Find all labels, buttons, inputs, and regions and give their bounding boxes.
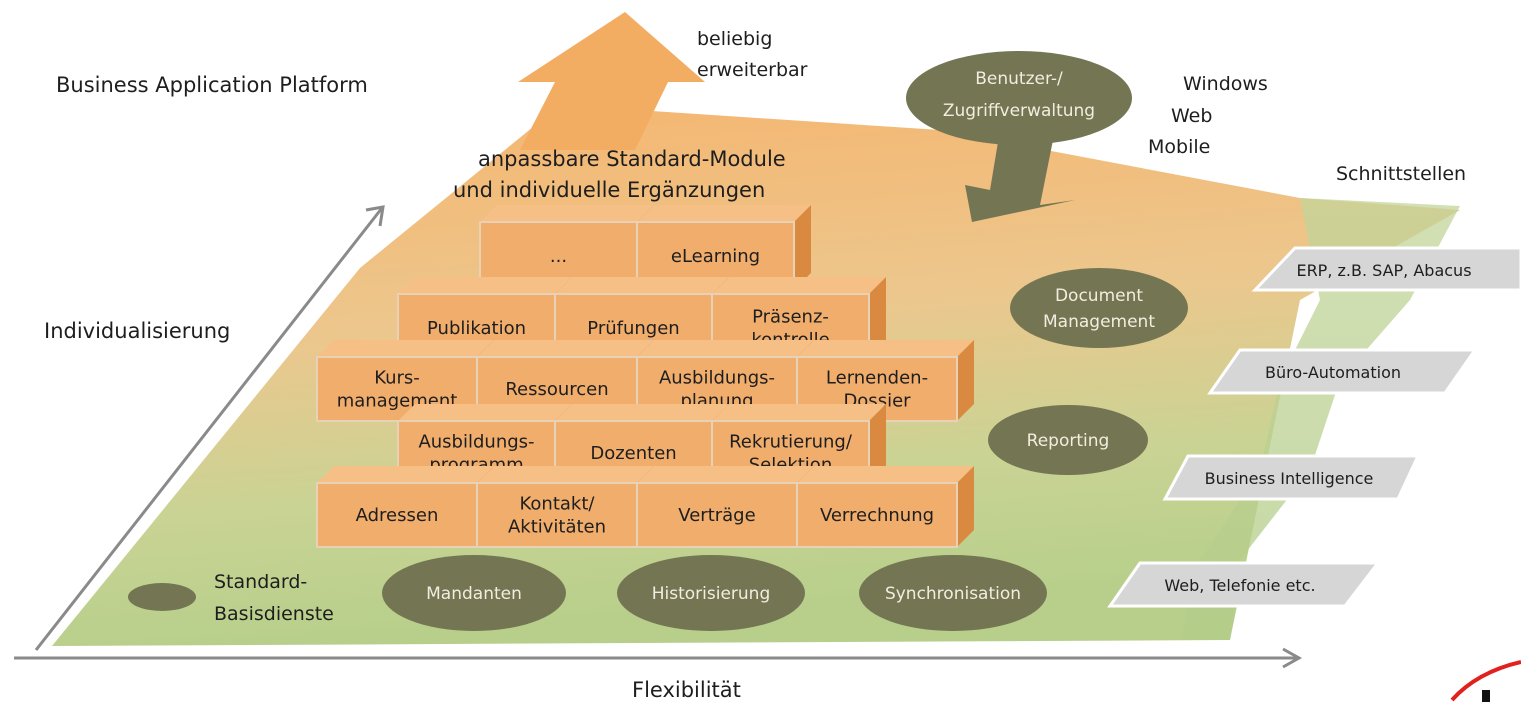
base-services-legend-line2: Basisdienste: [214, 603, 334, 625]
brick-top: [317, 466, 494, 483]
platform-mobile: Mobile: [1148, 136, 1210, 158]
brick-label: Prüfungen: [587, 318, 679, 339]
platform-windows: Windows: [1183, 73, 1268, 95]
logo-mark: [1482, 690, 1490, 702]
interface-business-intelligence-shape: [1162, 454, 1421, 501]
access-management-line1: Benutzer-/: [975, 69, 1063, 89]
base-service-synchronisation-label: Synchronisation: [885, 584, 1021, 604]
brick-label: Dozenten: [590, 443, 676, 464]
brick-adressen: Adressen: [316, 466, 494, 548]
brick-top: [398, 404, 572, 421]
brick-side: [869, 404, 886, 485]
brick-label: Verträge: [678, 505, 755, 526]
brick-side: [957, 466, 974, 547]
base-service-mandanten: [382, 555, 566, 631]
brick-label: eLearning: [671, 246, 760, 267]
interface-strip: [1180, 198, 1460, 640]
reporting-oval: [988, 405, 1148, 475]
base-services-legend-line1: Standard-: [214, 571, 307, 593]
base-service-mandanten-label: Mandanten: [426, 584, 522, 604]
expand-label-line2: erweiterbar: [697, 59, 808, 81]
brick-top: [797, 340, 974, 357]
brick-top: [477, 466, 654, 483]
brick-face: [796, 482, 958, 548]
brick-top: [477, 340, 654, 357]
reporting-label: Reporting: [1027, 431, 1110, 451]
base-service-historisierung: [617, 555, 805, 631]
brick-top: [712, 277, 886, 294]
diagram-title: Business Application Platform: [56, 73, 368, 97]
axes: [14, 205, 1303, 669]
brick-label: ...: [550, 246, 567, 267]
brick-top: [398, 277, 572, 294]
brick-face: [636, 482, 798, 548]
brick-face: [476, 482, 638, 548]
access-arrow: [965, 130, 1075, 222]
brick-top: [637, 466, 814, 483]
base-service-synchronisation: [859, 555, 1047, 631]
document-management-line2: Management: [1043, 312, 1155, 332]
brick-side: [794, 205, 811, 290]
brick-label: Publikation: [427, 318, 526, 339]
brick-verrechnung: Verrechnung: [796, 466, 974, 548]
interface-buero-automation-label: Büro-Automation: [1265, 363, 1401, 382]
expand-arrow: [518, 12, 705, 150]
brick-label: Adressen: [356, 505, 439, 526]
brick-label: Ressourcen: [505, 379, 608, 400]
interfaces-heading: Schnittstellen: [1336, 163, 1466, 185]
brick-top: [555, 404, 729, 421]
modules-heading-line2: und individuelle Ergänzungen: [453, 178, 765, 202]
brick-top: [637, 340, 814, 357]
base-services-legend-oval: [128, 583, 196, 611]
document-management-line1: Document: [1055, 286, 1143, 306]
axis-label-flexibilitaet: Flexibilität: [632, 678, 741, 702]
interface-web-telefonie: Web, Telefonie etc.: [1107, 561, 1382, 608]
interface-buero-automation-shape: [1207, 348, 1478, 395]
interface-buero-automation: Büro-Automation: [1207, 348, 1478, 395]
base-service-historisierung-label: Historisierung: [652, 584, 771, 604]
brick-side: [957, 340, 974, 421]
logo-red-arc: [1450, 660, 1521, 702]
axis-label-individualisierung: Individualisierung: [44, 319, 230, 343]
interface-business-intelligence-label: Business Intelligence: [1205, 469, 1374, 488]
brick-kontakt-aktivitäten: Kontakt/Aktivitäten: [476, 466, 654, 548]
brick-top: [480, 205, 654, 222]
interface-web-telefonie-label: Web, Telefonie etc.: [1164, 576, 1315, 595]
interface-erp-shape: [1251, 246, 1521, 292]
vertical-axis-arrowhead: [365, 205, 385, 227]
interface-web-telefonie-shape: [1107, 561, 1382, 608]
brick-top: [555, 277, 729, 294]
brick-top: [797, 466, 974, 483]
company-logo: [1450, 660, 1521, 702]
vertical-axis: [34, 207, 384, 651]
brick-verträge: Verträge: [636, 466, 814, 548]
brick-label: Verrechnung: [820, 505, 934, 526]
brick-top: [637, 205, 811, 222]
interface-erp: ERP, z.B. SAP, Abacus: [1251, 246, 1521, 292]
modules-heading-line1: anpassbare Standard-Module: [478, 147, 786, 171]
document-management-oval: [1010, 268, 1188, 348]
brick-top: [317, 340, 494, 357]
brick-label: Kontakt/Aktivitäten: [508, 494, 606, 538]
access-management-line2: Zugriffverwaltung: [943, 101, 1095, 121]
brick-top: [712, 404, 886, 421]
access-management-oval: [906, 51, 1132, 145]
interface-business-intelligence: Business Intelligence: [1162, 454, 1421, 501]
interface-erp-label: ERP, z.B. SAP, Abacus: [1296, 261, 1471, 280]
platform-web: Web: [1171, 105, 1212, 127]
expand-label-line1: beliebig: [697, 28, 772, 50]
horizontal-axis-arrowhead: [1282, 647, 1303, 669]
brick-face: [316, 482, 478, 548]
